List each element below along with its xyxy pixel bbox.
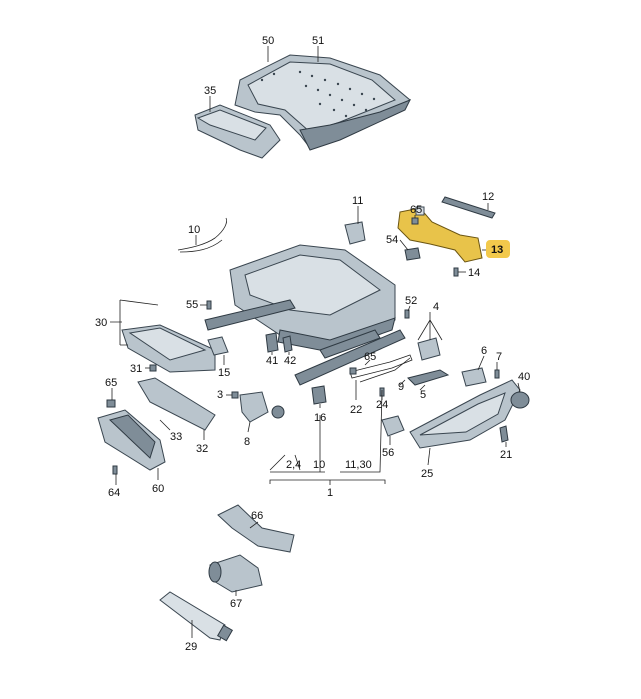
callout-32: 32 (196, 443, 208, 455)
callout-4: 4 (433, 301, 439, 313)
callout-40: 40 (518, 371, 530, 383)
clip-65b (349, 367, 357, 375)
callout-16: 16 (314, 412, 326, 424)
callout-41: 41 (266, 355, 278, 367)
callout-31: 31 (130, 363, 142, 375)
part-40-knob (510, 391, 530, 409)
callout-1: 1 (327, 487, 333, 499)
part-4 (417, 337, 441, 361)
callout-21: 21 (500, 449, 512, 461)
callout-35: 35 (204, 85, 216, 97)
callout-52: 52 (405, 295, 417, 307)
seat-cushion (234, 54, 412, 151)
callout-13-badge (486, 240, 510, 258)
callout-24: 24 (376, 399, 388, 411)
callout-65-a: 65 (410, 204, 422, 216)
callout-55: 55 (186, 299, 198, 311)
callout-11: 11 (352, 195, 363, 207)
part-21 (499, 425, 509, 443)
callout-60: 60 (152, 483, 164, 495)
part-56 (381, 415, 405, 437)
callout-65-b: 65 (364, 351, 376, 363)
part-29-tube (159, 591, 226, 641)
callout-64: 64 (108, 487, 120, 499)
callout-10-b: 10 (313, 459, 325, 471)
seat-frame (204, 244, 406, 386)
callout-67: 67 (230, 598, 242, 610)
callout-22: 22 (350, 404, 362, 416)
clip-65a (411, 217, 419, 225)
part-8 (239, 391, 269, 423)
callout-10: 10 (188, 224, 200, 236)
callout-8: 8 (244, 436, 250, 448)
part-6 (461, 367, 487, 387)
callout-42: 42 (284, 355, 296, 367)
part-5-lever (407, 369, 450, 386)
callout-25: 25 (421, 468, 433, 480)
part-13-highlighted (397, 207, 483, 263)
callout-54: 54 (386, 234, 398, 246)
callout-2-4: 2,4 (286, 459, 301, 471)
bolt-64 (112, 465, 118, 475)
callout-6: 6 (481, 345, 487, 357)
callout-33: 33 (170, 431, 182, 443)
part-15 (207, 336, 229, 356)
bolt-52 (404, 309, 410, 319)
callout-9: 9 (398, 381, 404, 393)
part-42 (282, 335, 293, 353)
bolt-31 (149, 364, 157, 372)
leader-lines (110, 46, 521, 638)
callout-15: 15 (218, 367, 230, 379)
part-10-wiring (177, 217, 227, 251)
part-41 (265, 332, 279, 353)
callout-29: 29 (185, 641, 197, 653)
callout-51: 51 (312, 35, 324, 47)
callout-56: 56 (382, 447, 394, 459)
part-12 (441, 196, 496, 219)
part-33-rail (137, 377, 216, 431)
callout-14: 14 (468, 267, 480, 279)
callout-30: 30 (95, 317, 107, 329)
callout-3: 3 (217, 389, 223, 401)
callout-7: 7 (496, 351, 502, 363)
bolt-7 (494, 369, 500, 379)
bolt-3 (231, 391, 239, 399)
bolt-14 (453, 267, 459, 277)
part-22 (349, 354, 413, 379)
part-66-bracket (217, 504, 295, 553)
callout-13: 13 (491, 244, 503, 256)
bolt-55 (206, 300, 212, 310)
callout-66: 66 (251, 510, 263, 522)
part-54 (404, 247, 421, 261)
callout-11-30: 11,30 (345, 459, 372, 471)
clip-65c (106, 399, 116, 408)
part-11 (344, 221, 366, 245)
part-9 (359, 357, 411, 383)
callout-12: 12 (482, 191, 494, 203)
callout-65-c: 65 (105, 377, 117, 389)
part-16 (311, 385, 327, 405)
callout-labels: 50 51 35 11 12 65 54 13 14 10 55 52 4 30… (95, 35, 530, 653)
callout-5: 5 (420, 389, 426, 401)
callout-50: 50 (262, 35, 274, 47)
